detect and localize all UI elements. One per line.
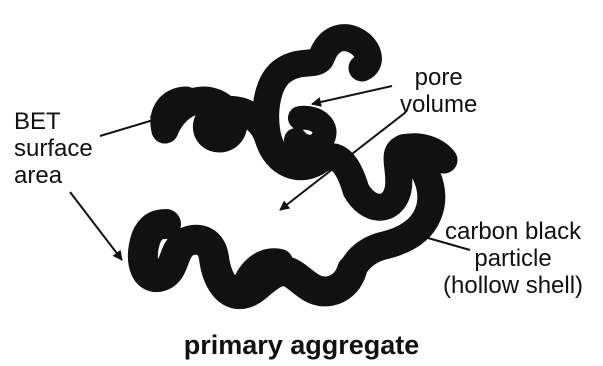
- label-particle-line-1: carbon black: [443, 218, 583, 245]
- arrow-pore-top: [312, 86, 392, 104]
- label-pore-line-1: pore: [400, 64, 477, 91]
- label-particle-line-3: (hollow shell): [443, 272, 583, 299]
- upper-curl: [296, 118, 325, 147]
- label-particle-line-2: particle: [443, 245, 583, 272]
- label-bet-line-1: BET: [14, 108, 93, 135]
- label-bet-line-2: surface: [14, 135, 93, 162]
- aggregate-chain: [143, 38, 444, 295]
- label-pore-line-2: volume: [400, 91, 477, 118]
- label-bet-line-3: area: [14, 162, 93, 189]
- label-carbon-black-particle: carbon black particle (hollow shell): [443, 218, 583, 299]
- label-bet-surface-area: BET surface area: [14, 108, 93, 189]
- label-pore-volume: pore volume: [400, 64, 477, 118]
- figure-caption: primary aggregate: [0, 330, 603, 361]
- arrow-bet-area: [70, 192, 122, 260]
